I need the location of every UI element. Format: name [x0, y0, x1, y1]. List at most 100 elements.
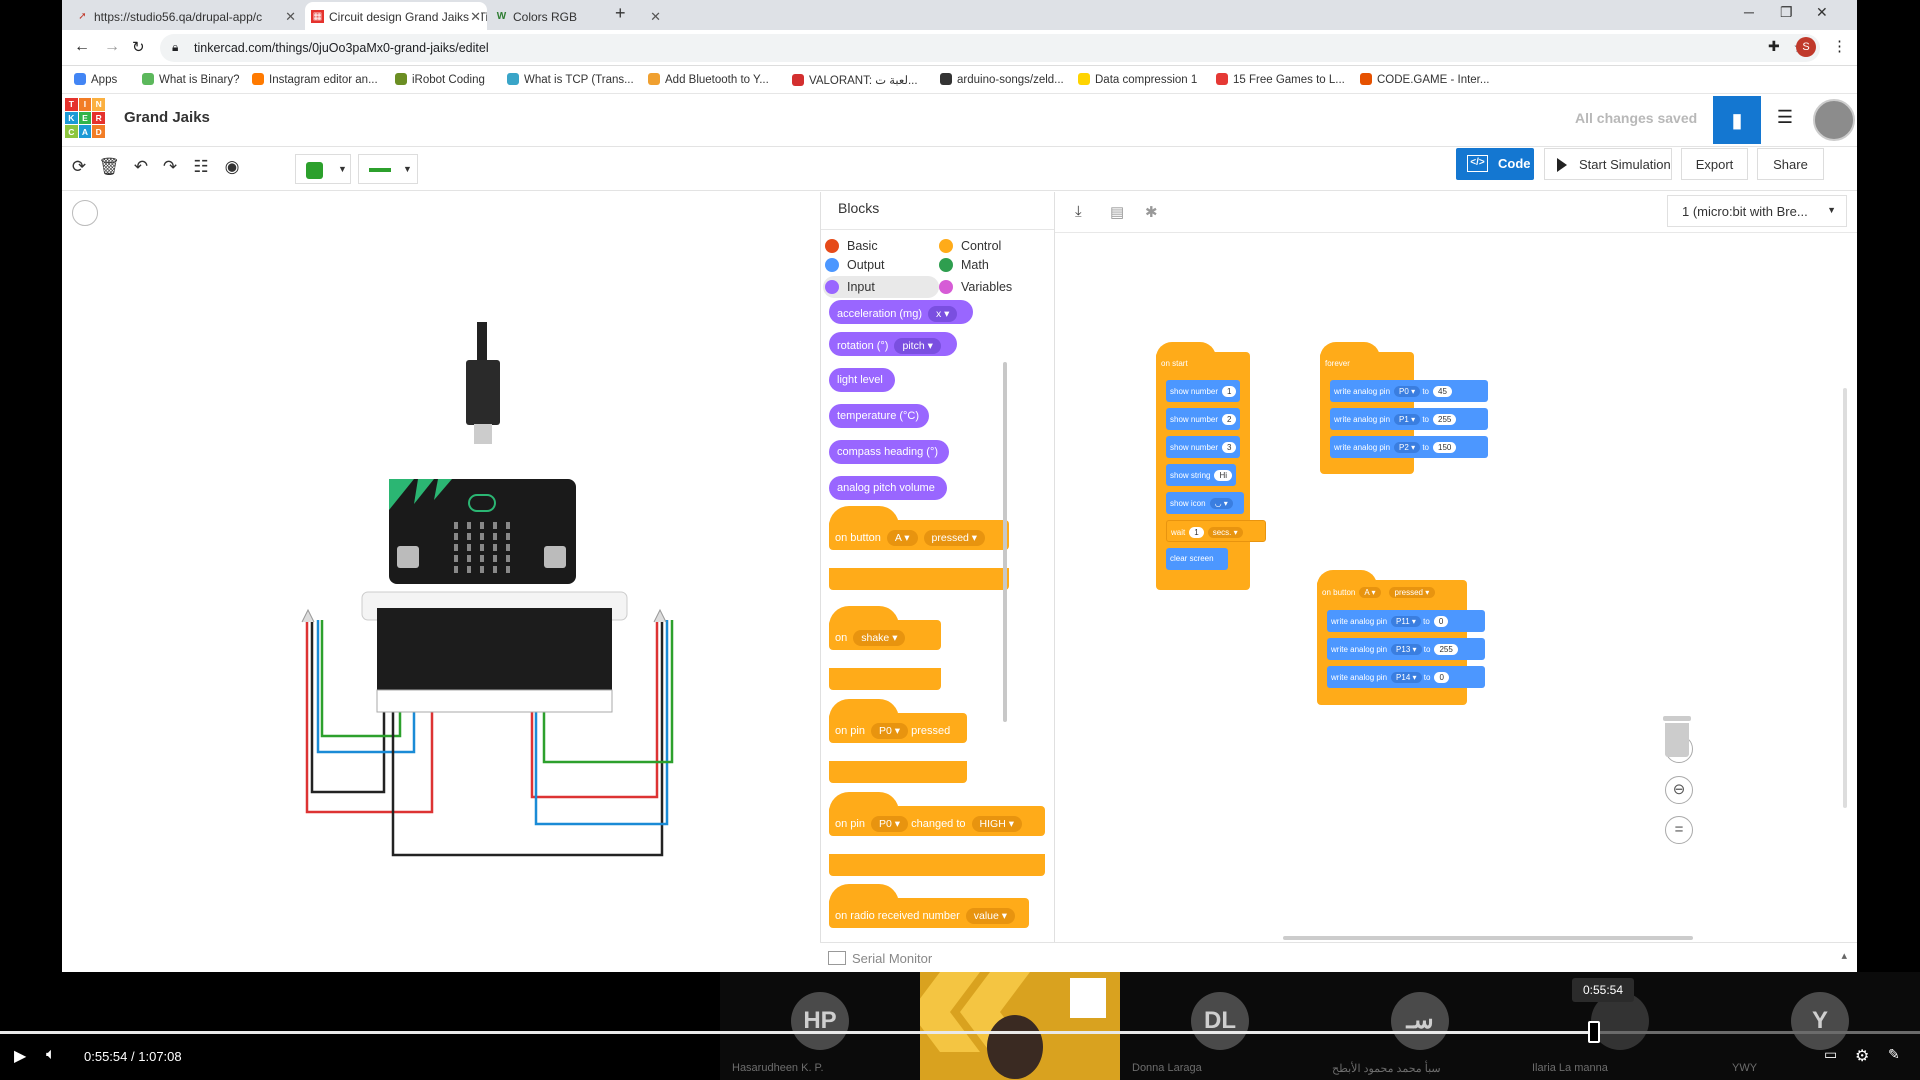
- zoom-out-icon[interactable]: ⊖: [1665, 776, 1693, 804]
- category-input[interactable]: Input: [825, 280, 875, 294]
- export-button[interactable]: Export: [1681, 148, 1748, 180]
- circuit-canvas[interactable]: [62, 192, 820, 972]
- block-acceleration[interactable]: acceleration (mg)x ▾: [829, 300, 973, 324]
- close-tab-icon[interactable]: ✕: [285, 9, 296, 24]
- back-icon[interactable]: ←: [74, 38, 90, 55]
- delete-icon[interactable]: 🗑︎: [98, 157, 120, 176]
- rotation-dropdown[interactable]: pitch ▾: [894, 338, 941, 354]
- block-analog-pitch-volume[interactable]: analog pitch volume: [829, 476, 947, 500]
- value-dropdown[interactable]: value ▾: [965, 908, 1016, 924]
- bookmark-item[interactable]: Instagram editor an...: [252, 73, 378, 86]
- pin-dropdown[interactable]: P0 ▾: [870, 816, 909, 832]
- circuit-view-button[interactable]: ▮: [1713, 96, 1761, 144]
- download-icon[interactable]: ⤓: [1075, 203, 1082, 220]
- component-list-button[interactable]: ☰: [1771, 107, 1799, 133]
- block-compass-heading[interactable]: compass heading (°): [829, 440, 949, 464]
- button-dropdown[interactable]: A ▾: [886, 530, 918, 546]
- pin-dropdown[interactable]: P11 ▾: [1391, 616, 1421, 627]
- trash-icon[interactable]: [1663, 716, 1691, 758]
- close-tab-icon[interactable]: ✕: [650, 9, 661, 24]
- fit-view-icon[interactable]: [72, 200, 98, 226]
- block-rotation[interactable]: rotation (°)pitch ▾: [829, 332, 957, 356]
- code-workspace[interactable]: ⤓ ▤ ✱ 1 (micro:bit with Bre...▼ on start…: [1055, 192, 1857, 972]
- event-dropdown[interactable]: pressed ▾: [923, 530, 986, 546]
- button-dropdown[interactable]: A ▾: [1359, 587, 1381, 598]
- unit-dropdown[interactable]: secs. ▾: [1207, 527, 1243, 538]
- serial-monitor-bar[interactable]: Serial Monitor ▴: [820, 942, 1857, 972]
- level-dropdown[interactable]: HIGH ▾: [971, 816, 1022, 832]
- reload-icon[interactable]: ↻: [132, 39, 145, 56]
- visibility-icon[interactable]: ◉: [224, 157, 240, 176]
- device-select[interactable]: 1 (micro:bit with Bre...▼: [1667, 195, 1847, 227]
- workspace-vscrollbar[interactable]: [1843, 388, 1847, 808]
- bookmark-item[interactable]: VALORANT: لعبة ت...: [792, 73, 918, 87]
- redo-icon[interactable]: ↷: [162, 157, 178, 176]
- user-avatar[interactable]: [1813, 99, 1855, 141]
- wire-type-picker[interactable]: ▼: [358, 154, 418, 184]
- share-button[interactable]: Share: [1757, 148, 1824, 180]
- chevron-up-icon[interactable]: ▴: [1841, 950, 1847, 962]
- workspace-hscrollbar[interactable]: [1283, 936, 1693, 940]
- volume-icon[interactable]: 🔈︎: [46, 1046, 56, 1063]
- icon-dropdown[interactable]: ◡ ▾: [1209, 498, 1233, 509]
- close-window-icon[interactable]: ✕: [1816, 4, 1828, 20]
- block-temperature[interactable]: temperature (°C): [829, 404, 929, 428]
- category-control[interactable]: Control: [939, 239, 1001, 253]
- gesture-dropdown[interactable]: shake ▾: [853, 630, 906, 646]
- blocks-scrollbar[interactable]: [1003, 362, 1007, 722]
- statement-clear-screen[interactable]: clear screen: [1166, 548, 1228, 570]
- forward-icon[interactable]: →: [104, 38, 120, 55]
- code-button[interactable]: </>Code: [1456, 148, 1534, 180]
- captions-icon[interactable]: ▭: [1824, 1046, 1838, 1062]
- design-title[interactable]: Grand Jaiks: [124, 109, 210, 126]
- bookmark-apps[interactable]: Apps: [74, 73, 117, 86]
- new-tab-button[interactable]: +: [615, 3, 626, 23]
- category-output[interactable]: Output: [825, 258, 885, 272]
- tab-studio56[interactable]: ➚ https://studio56.qa/drupal-app/c ✕: [70, 2, 302, 30]
- pin-dropdown[interactable]: P0 ▾: [870, 723, 909, 739]
- bookmark-item[interactable]: iRobot Coding: [395, 73, 485, 86]
- tab-tinkercad[interactable]: ▦ Circuit design Grand Jaiks | Tinke ✕: [305, 2, 487, 30]
- axis-dropdown[interactable]: x ▾: [927, 306, 958, 322]
- pin-dropdown[interactable]: P13 ▾: [1391, 644, 1422, 655]
- restore-icon[interactable]: ❐: [1780, 4, 1793, 20]
- bookmark-item[interactable]: Data compression 1: [1078, 73, 1197, 86]
- statement-show-icon[interactable]: show icon◡ ▾: [1166, 492, 1244, 514]
- start-simulation-button[interactable]: Start Simulation: [1544, 148, 1672, 180]
- category-variables[interactable]: Variables: [939, 280, 1012, 294]
- library-icon[interactable]: ▤: [1110, 204, 1125, 221]
- profile-avatar[interactable]: S: [1796, 37, 1816, 57]
- pin-dropdown[interactable]: P14 ▾: [1391, 672, 1422, 683]
- pin-dropdown[interactable]: P1 ▾: [1394, 414, 1421, 425]
- bookmark-item[interactable]: CODE.GAME - Inter...: [1360, 73, 1489, 86]
- zoom-reset-icon[interactable]: =: [1665, 816, 1693, 844]
- color-picker[interactable]: ▼: [295, 154, 351, 184]
- play-icon[interactable]: ▶: [14, 1048, 27, 1065]
- url-input[interactable]: 🔒︎ tinkercad.com/things/0juOo3paMx0-gran…: [160, 34, 1820, 62]
- scrubber-handle[interactable]: [1588, 1021, 1600, 1043]
- settings-gear-icon[interactable]: ⚙: [1855, 1048, 1870, 1065]
- video-progress-bar[interactable]: [0, 1031, 1920, 1034]
- extensions-icon[interactable]: ✚: [1768, 38, 1780, 54]
- category-basic[interactable]: Basic: [825, 239, 878, 253]
- minimize-icon[interactable]: ─: [1744, 4, 1754, 20]
- close-tab-icon[interactable]: ✕: [470, 9, 481, 25]
- pin-dropdown[interactable]: P2 ▾: [1394, 442, 1421, 453]
- undo-icon[interactable]: ↶: [133, 157, 149, 176]
